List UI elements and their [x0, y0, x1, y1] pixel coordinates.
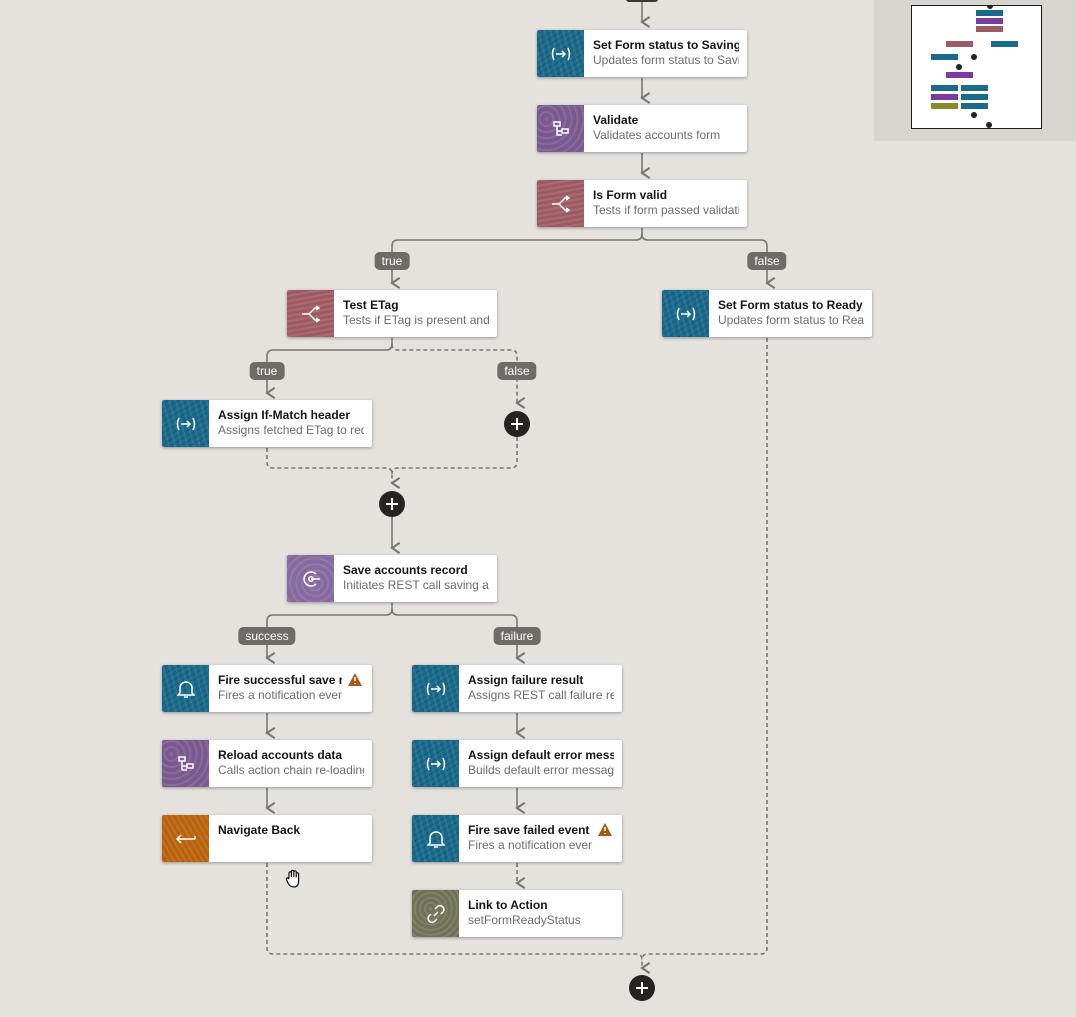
chain-icon	[177, 755, 194, 771]
node-subtitle: Builds default error message	[468, 763, 614, 777]
bell-icon	[426, 830, 445, 848]
node-subtitle: Fires a notification event	[218, 688, 342, 702]
fire-event-tile	[162, 665, 209, 712]
add-action-button[interactable]	[504, 411, 530, 437]
node-subtitle: Tests if form passed validation	[593, 203, 739, 217]
call-chain-tile	[162, 740, 209, 787]
node-set-form-status-ready[interactable]: Set Form status to Ready Updates form st…	[662, 290, 872, 337]
node-title: Set Form status to Ready	[718, 298, 863, 312]
assign-arrow-icon	[551, 47, 570, 60]
rest-call-tile	[287, 555, 334, 602]
node-fire-save-failed-event[interactable]: Fire save failed event Fires a notificat…	[412, 815, 622, 862]
minimap-viewport[interactable]	[911, 3, 1042, 129]
branch-label-false: false	[747, 252, 787, 270]
node-title: Fire successful save notification	[218, 673, 342, 687]
node-navigate-back[interactable]: Navigate Back	[162, 815, 372, 862]
node-assign-if-match-header[interactable]: Assign If-Match header Assigns fetched E…	[162, 400, 372, 447]
node-title: Is Form valid	[593, 188, 668, 202]
hand-cursor-icon	[285, 869, 300, 888]
minimap-diagram	[931, 3, 1018, 128]
assign-variables-tile	[412, 740, 459, 787]
link-icon	[426, 904, 445, 923]
link-tile	[412, 890, 459, 937]
node-validate[interactable]: Validate Validates accounts form	[537, 105, 747, 152]
node-subtitle: Tests if ETag is present and	[343, 313, 489, 327]
node-test-etag[interactable]: Test ETag Tests if ETag is present and	[287, 290, 497, 337]
node-link-to-action[interactable]: Link to Action setFormReadyStatus	[412, 890, 622, 937]
node-subtitle: setFormReadyStatus	[468, 913, 581, 927]
node-title: Assign failure result	[468, 673, 584, 687]
overview-minimap[interactable]	[874, 0, 1076, 141]
assign-arrow-icon	[426, 757, 445, 770]
node-assign-failure-result[interactable]: Assign failure result Assigns REST call …	[412, 665, 622, 712]
node-title: Validate	[593, 113, 639, 127]
node-title: Reload accounts data	[218, 748, 343, 762]
assign-arrow-icon	[676, 307, 695, 320]
branch-label-success: success	[238, 627, 296, 645]
node-reload-accounts-data[interactable]: Reload accounts data Calls action chain …	[162, 740, 372, 787]
node-title: Save accounts record	[343, 563, 468, 577]
rest-icon	[302, 570, 320, 587]
node-save-accounts-record[interactable]: Save accounts record Initiates REST call…	[287, 555, 497, 602]
branch-icon	[301, 304, 320, 323]
node-title: Fire save failed event	[468, 823, 590, 837]
warning-icon	[348, 673, 362, 686]
assign-variables-tile	[412, 665, 459, 712]
node-subtitle: Validates accounts form	[593, 128, 721, 142]
node-title: Set Form status to Saving	[593, 38, 739, 52]
node-title: Navigate Back	[218, 823, 301, 837]
node-fire-successful-save[interactable]: Fire successful save notification Fires …	[162, 665, 372, 712]
node-subtitle: Fires a notification event	[468, 838, 592, 852]
if-condition-tile	[537, 180, 584, 227]
call-chain-tile	[537, 105, 584, 152]
chain-icon	[552, 120, 569, 136]
add-action-button[interactable]	[379, 491, 405, 517]
add-action-button[interactable]	[629, 975, 655, 1001]
fire-event-tile	[412, 815, 459, 862]
branch-label-failure: failure	[493, 627, 541, 645]
assign-arrow-icon	[426, 682, 445, 695]
node-subtitle: Updates form status to Saving	[593, 53, 739, 67]
assign-variables-tile	[162, 400, 209, 447]
node-assign-default-error[interactable]: Assign default error message Builds defa…	[412, 740, 622, 787]
node-subtitle: Initiates REST call saving a	[343, 578, 489, 592]
branch-label-true: true	[249, 362, 285, 380]
if-condition-tile	[287, 290, 334, 337]
node-subtitle: Assigns REST call failure result	[468, 688, 614, 702]
branch-label-false: false	[497, 362, 537, 380]
assign-variables-tile	[537, 30, 584, 77]
node-title: Assign default error message	[468, 748, 614, 762]
node-subtitle: Calls action chain re-loading	[218, 763, 364, 777]
bell-icon	[176, 680, 195, 698]
node-subtitle: Assigns fetched ETag to request	[218, 423, 364, 437]
node-title: Test ETag	[343, 298, 399, 312]
branch-label-true: true	[374, 252, 410, 270]
assign-arrow-icon	[176, 417, 195, 430]
warning-icon	[598, 823, 612, 836]
node-subtitle: Updates form status to Ready	[718, 313, 864, 327]
node-title: Link to Action	[468, 898, 548, 912]
branch-icon	[551, 194, 570, 213]
node-set-form-status-saving[interactable]: Set Form status to Saving Updates form s…	[537, 30, 747, 77]
back-arrow-icon	[175, 833, 196, 844]
assign-variables-tile	[662, 290, 709, 337]
navigate-tile	[162, 815, 209, 862]
node-is-form-valid[interactable]: Is Form valid Tests if form passed valid…	[537, 180, 747, 227]
node-title: Assign If-Match header	[218, 408, 351, 422]
